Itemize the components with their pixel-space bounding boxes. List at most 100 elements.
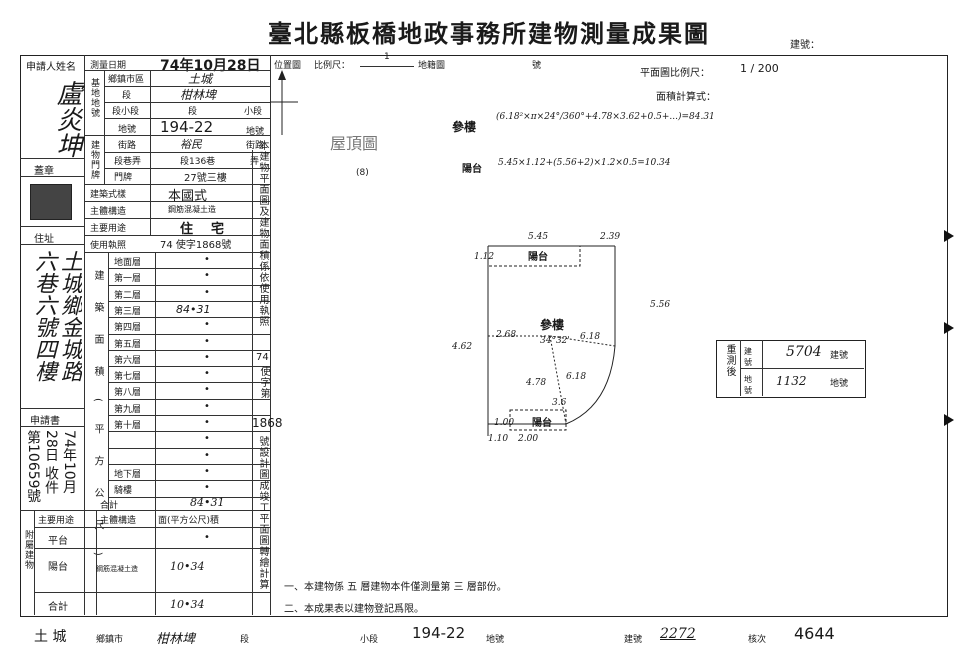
remeasure-row1-value: 5704 bbox=[786, 344, 822, 360]
annex-area-label: 面(平方公尺)積 bbox=[158, 516, 220, 526]
base-lot-label: 基地地號 bbox=[89, 78, 99, 118]
floor-name: 第十層 bbox=[114, 421, 142, 431]
floor-area-value: • bbox=[204, 286, 210, 298]
remeasure-row2-value: 1132 bbox=[776, 374, 807, 388]
application-value: 74年10月28日 收件 第10659號 bbox=[28, 430, 77, 503]
floor-row-divider bbox=[108, 317, 270, 319]
floor-name: 第五層 bbox=[114, 339, 142, 350]
remeasure-label: 重測後 bbox=[724, 344, 735, 377]
number-label: 門牌 bbox=[114, 173, 133, 183]
dim-top-b: 2.39 bbox=[600, 232, 621, 242]
annex-row-1-area: • bbox=[204, 532, 210, 543]
small-plan-no: (8) bbox=[356, 168, 369, 178]
floor-area-value: • bbox=[204, 417, 210, 428]
dim-small: 1.00 bbox=[494, 418, 515, 428]
note-1: 一、本建物係 五 層建物本件僅測量第 三 層部份。 bbox=[284, 582, 507, 593]
dim-inner-d: 3.6 bbox=[552, 398, 567, 408]
footer-building-no-label: 建號 bbox=[624, 635, 643, 645]
annex-label: 附屬建物 bbox=[23, 530, 33, 570]
lot-suffix: 地號 bbox=[246, 127, 265, 137]
floor-name: 第二層 bbox=[114, 290, 142, 301]
left-col-divider bbox=[84, 55, 85, 615]
plan-balcony-bottom: 陽台 bbox=[532, 418, 552, 429]
material-label: 主體構造 bbox=[90, 207, 127, 217]
note-2: 二、本成果表以建物登記爲限。 bbox=[284, 604, 424, 615]
subsection-value-a: 段 bbox=[188, 107, 198, 117]
annex-total-label: 合計 bbox=[48, 602, 68, 613]
footer-lot: 194-22 bbox=[412, 624, 466, 642]
binding-marks bbox=[944, 230, 954, 426]
floor-row-divider bbox=[108, 415, 270, 416]
form-right-divider bbox=[270, 55, 271, 615]
permit-value: 74 使字1868號 bbox=[160, 240, 232, 251]
footer-extra-label: 核次 bbox=[748, 635, 767, 645]
dim-bottom-b: 2.00 bbox=[518, 434, 539, 444]
header-building-no-label: 建號： bbox=[790, 40, 820, 51]
floor-row-divider bbox=[108, 333, 270, 335]
annex-row-1-use: 平台 bbox=[48, 536, 68, 547]
floor-row-divider bbox=[108, 382, 270, 384]
lane-suffix: 弄 bbox=[250, 157, 260, 167]
footer-subsection-suffix: 小段 bbox=[360, 635, 379, 645]
annex-struct-label: 主體構造 bbox=[100, 516, 137, 526]
floor-row-divider bbox=[108, 349, 270, 351]
permit-no: 1868 bbox=[252, 416, 283, 430]
township-value: 土城 bbox=[188, 72, 213, 86]
dim-left-top: 1.12 bbox=[474, 252, 495, 262]
applicant-label: 申請人姓名 bbox=[26, 62, 76, 73]
annex-row-2-struct: 鋼筋混凝土造 bbox=[96, 565, 138, 573]
floor-name: 地面層 bbox=[114, 258, 142, 268]
floor-row-divider bbox=[108, 480, 270, 482]
floor-name: 地下層 bbox=[114, 469, 142, 480]
floor-area-value: • bbox=[204, 270, 210, 282]
floor-row-divider bbox=[108, 463, 270, 465]
area-calc-label: 面積計算式： bbox=[656, 92, 716, 103]
floor-name: 第四層 bbox=[114, 323, 142, 334]
floor-name: 第一層 bbox=[114, 274, 142, 285]
floor-name: 第八層 bbox=[114, 388, 142, 399]
document-frame bbox=[20, 55, 948, 617]
small-plan-label: 屋頂圖 bbox=[330, 134, 379, 153]
plan-scale-label: 平面圖比例尺： bbox=[640, 68, 710, 79]
dim-radius: 6.18 bbox=[580, 332, 601, 342]
dim-right: 5.56 bbox=[650, 300, 671, 310]
scale-label: 比例尺： bbox=[314, 61, 351, 71]
lot-value: 194-22 bbox=[160, 118, 214, 136]
structure-style-label: 建築式樣 bbox=[90, 190, 127, 200]
floor-plan-drawing bbox=[487, 245, 616, 436]
floor-area-value: • bbox=[204, 482, 210, 494]
use-label: 主要用途 bbox=[90, 224, 127, 234]
permit-label: 使用執照 bbox=[90, 241, 127, 251]
footer-lot-suffix: 地號 bbox=[486, 635, 505, 645]
dim-left: 4.62 bbox=[452, 342, 473, 352]
floor-area-value: • bbox=[204, 433, 210, 445]
no-label: 號 bbox=[532, 61, 542, 71]
address-value: 土城鄉金城路六巷六號四樓 bbox=[31, 250, 82, 382]
floor-row-divider bbox=[108, 300, 270, 302]
dim-angle: 34°32' bbox=[540, 336, 570, 346]
floor-name: 第九層 bbox=[114, 404, 142, 415]
annex-use-label: 主要用途 bbox=[38, 516, 75, 526]
use-value: 住宅 bbox=[180, 222, 243, 237]
permit-word: 使字第 bbox=[258, 366, 269, 399]
applicant-name: 盧炎坤 bbox=[52, 80, 82, 158]
street-value: 裕民 bbox=[180, 138, 202, 151]
address-label: 住址 bbox=[34, 234, 54, 245]
floor-area-value: • bbox=[204, 254, 210, 265]
seal-label: 蓋章 bbox=[34, 166, 54, 177]
annex-row-2-use: 陽台 bbox=[48, 562, 68, 573]
floor-area-value: • bbox=[204, 368, 210, 380]
floor-area-value: • bbox=[204, 384, 210, 396]
plan-balcony-top: 陽台 bbox=[528, 252, 548, 263]
dim-inner-c: 6.18 bbox=[566, 372, 587, 382]
remeasure-row1-suffix: 建號 bbox=[830, 351, 849, 361]
floor-area-value: • bbox=[204, 335, 210, 347]
remeasure-row1-label: 建號 bbox=[744, 347, 752, 367]
street-suffix: 街路 bbox=[246, 141, 265, 151]
footer-township-suffix: 鄉鎮市 bbox=[96, 635, 124, 645]
floor-name: 第三層 bbox=[114, 306, 142, 317]
section-label: 段 bbox=[122, 91, 132, 101]
footer-building-no: 2272 bbox=[660, 626, 696, 642]
location-label: 位置圖 bbox=[274, 61, 302, 71]
dim-top-a: 5.45 bbox=[528, 232, 549, 242]
